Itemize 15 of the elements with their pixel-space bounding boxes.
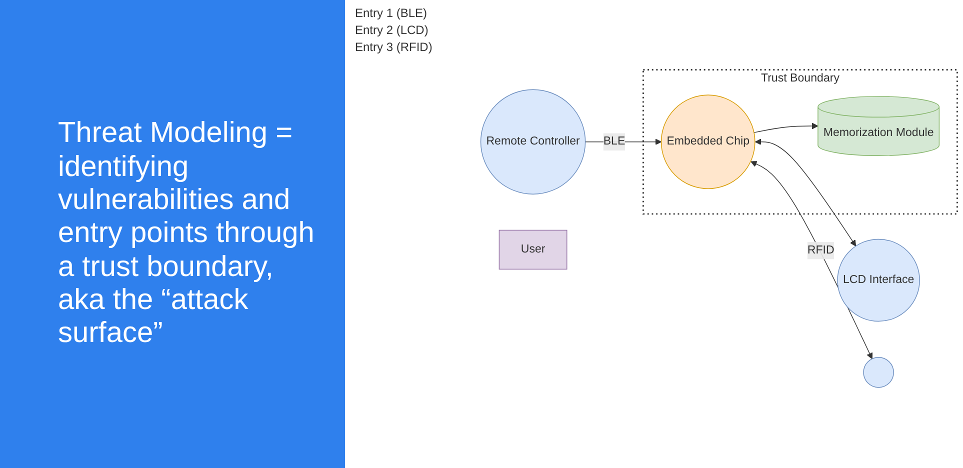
entry-point-label: Entry 2 (LCD): [355, 23, 430, 37]
edge-label: RFID: [807, 244, 834, 256]
entry-point-label: Entry 3 (RFID): [355, 40, 432, 54]
arrow: [754, 122, 818, 133]
node-circle: Embedded Chip: [660, 94, 756, 189]
edge-label: BLE: [603, 135, 626, 148]
node-circle: Remote Controller: [480, 89, 586, 194]
arrow: [754, 138, 856, 246]
node-circle: LCD Interface: [837, 238, 920, 322]
node-circle: [863, 356, 894, 388]
entry-point-label: Entry 1 (BLE): [355, 6, 428, 20]
node-box: User: [498, 230, 568, 270]
slide-title: Threat Modeling = identifying vulnerabilities and entry points through a trust boundary, aka the “attack surface”: [58, 117, 316, 351]
arrow: [584, 138, 662, 145]
arrow: [750, 160, 873, 360]
